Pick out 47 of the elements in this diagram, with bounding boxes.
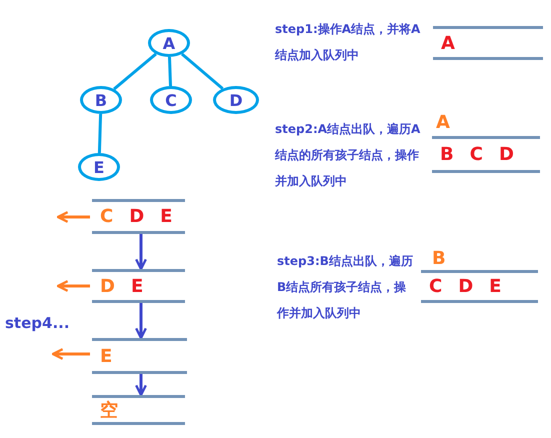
step-description: step1:操作A结点，并将A结点加入队列中 bbox=[275, 21, 422, 64]
step-description: step4... bbox=[5, 314, 70, 332]
queue-item: E bbox=[130, 276, 144, 296]
queue-item: A bbox=[441, 32, 455, 54]
tree-edge bbox=[168, 56, 172, 86]
tree-node-ellipse bbox=[78, 153, 120, 181]
queue-band bbox=[432, 136, 540, 173]
queue-band bbox=[433, 26, 543, 60]
step-description: step2:A结点出队，遍历A结点的所有孩子结点，操作并加入队列中 bbox=[275, 121, 422, 190]
tree-edge bbox=[180, 52, 224, 90]
queue-item: E bbox=[100, 346, 112, 366]
tree-edge bbox=[98, 114, 102, 154]
node-letter: A bbox=[162, 34, 176, 52]
queue-band bbox=[92, 199, 185, 234]
arrow bbox=[56, 280, 90, 292]
node-letter: B bbox=[94, 90, 108, 110]
queue-item: D bbox=[458, 276, 474, 297]
queue-item: C bbox=[470, 144, 483, 165]
queue-item: D bbox=[498, 144, 514, 165]
queue-band bbox=[92, 338, 187, 374]
queue-item: 空 bbox=[100, 399, 118, 422]
tree-node-ellipse bbox=[213, 86, 259, 114]
tree-node-ellipse bbox=[80, 86, 122, 114]
tree-edge bbox=[113, 52, 157, 90]
queue-item: E bbox=[489, 276, 502, 297]
node-letter: C bbox=[165, 90, 177, 110]
queue-item: D bbox=[100, 276, 115, 296]
arrow bbox=[135, 303, 147, 340]
node-letter: E bbox=[94, 158, 104, 176]
dequeued-item: B bbox=[432, 248, 446, 269]
queue-band bbox=[421, 270, 538, 303]
queue-item: C bbox=[429, 276, 442, 297]
queue-band bbox=[92, 395, 185, 425]
queue-item: C bbox=[100, 206, 114, 227]
queue-item: D bbox=[129, 206, 144, 227]
queue-item: E bbox=[160, 206, 172, 227]
node-letter: D bbox=[229, 90, 243, 110]
arrow bbox=[135, 374, 147, 396]
step-description: step3:B结点出队，遍历B结点所有孩子结点，操作并加入队列中 bbox=[277, 253, 414, 322]
queue-band bbox=[92, 269, 185, 303]
arrow bbox=[52, 348, 90, 360]
arrow bbox=[135, 234, 147, 270]
arrow bbox=[56, 211, 90, 223]
tree-node-ellipse bbox=[150, 86, 192, 114]
tree-node-ellipse bbox=[148, 29, 190, 57]
queue-item: B bbox=[440, 144, 454, 165]
dequeued-item: A bbox=[436, 112, 450, 133]
